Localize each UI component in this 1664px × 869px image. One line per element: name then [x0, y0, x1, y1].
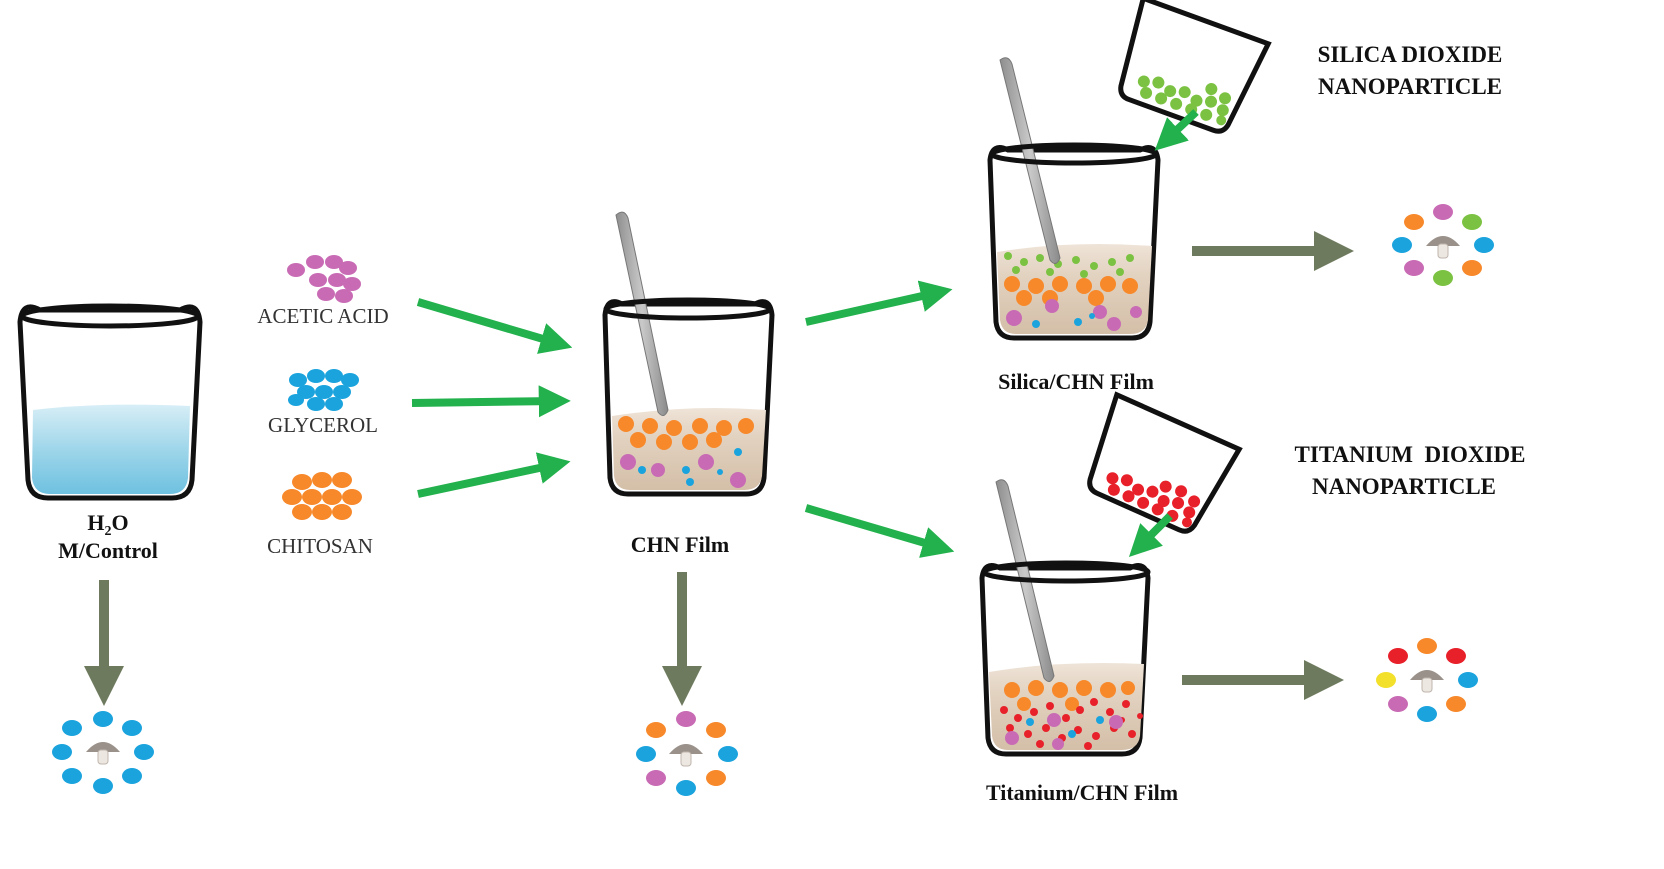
control-result-cluster	[52, 711, 154, 794]
acetic-acid-particles	[287, 255, 361, 303]
result-arrows	[84, 231, 1354, 706]
control-label: M/Control	[58, 538, 158, 563]
chn-film-label: CHN Film	[631, 532, 729, 557]
chn-beaker	[602, 211, 775, 497]
acetic-acid-label: ACETIC ACID	[257, 304, 388, 328]
titanium-np-beaker	[1087, 391, 1243, 534]
silica-np-label-line1: SILICA DIOXIDE	[1318, 42, 1503, 67]
arrow-glycerol-to-chn	[411, 385, 571, 418]
titanium-film-label: Titanium/CHN Film	[986, 780, 1178, 805]
silica-np-beaker	[1118, 0, 1272, 134]
silica-np-label-line2: NANOPARTICLE	[1318, 74, 1502, 99]
arrow-silica-np-to-beaker	[1154, 109, 1199, 151]
arrow-chitosan-to-chn	[417, 452, 571, 498]
titanium-beaker	[979, 479, 1151, 757]
mushroom-icon	[1410, 670, 1444, 693]
titanium-result-cluster	[1376, 638, 1478, 722]
titanium-np-label-line2: NANOPARTICLE	[1312, 474, 1496, 499]
titanium-np-label-line1: TITANIUM DIOXIDE	[1295, 442, 1526, 467]
arrow-titanium-np-to-beaker	[1128, 513, 1173, 558]
mushroom-icon	[1426, 236, 1460, 259]
chn-output-arrows	[804, 280, 955, 558]
silica-film-label: Silica/CHN Film	[998, 369, 1154, 394]
arrow-chn-to-silica	[805, 280, 953, 326]
silica-result-cluster	[1392, 204, 1494, 286]
chn-result-cluster	[636, 711, 738, 796]
water-label: H2O	[87, 510, 128, 539]
arrow-acetic-to-chn	[416, 298, 573, 354]
glycerol-label: GLYCEROL	[268, 413, 378, 437]
mushroom-icon	[86, 742, 120, 765]
chitosan-label: CHITOSAN	[267, 534, 373, 558]
ingredient-arrows	[411, 298, 573, 498]
chitosan-particles	[282, 472, 362, 520]
water-beaker	[17, 303, 203, 501]
mushroom-icon	[669, 744, 703, 767]
glycerol-particles	[288, 369, 359, 411]
arrow-chn-to-titanium	[804, 504, 955, 558]
silica-beaker	[987, 57, 1161, 341]
